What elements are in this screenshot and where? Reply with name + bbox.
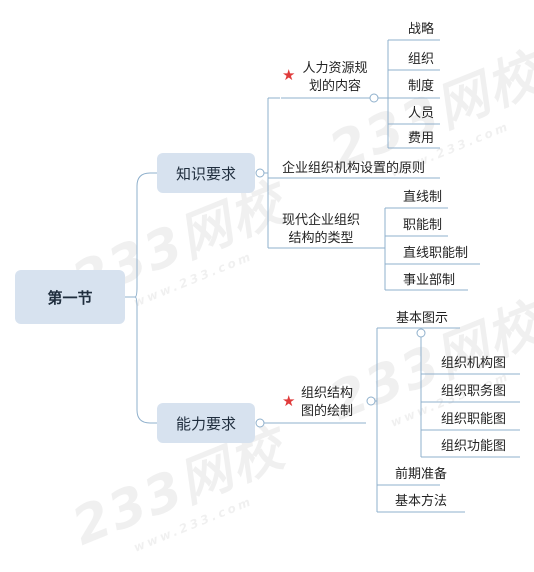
hr-item-system[interactable]: 制度: [408, 79, 435, 94]
collapse-toggle-icon: [416, 328, 426, 338]
drawing-node[interactable]: 组织结构图的绘制: [300, 386, 353, 419]
principles-node[interactable]: 企业组织机构设置的原则: [282, 161, 426, 176]
root-label: 第一节: [47, 288, 93, 307]
mindmap-connectors: [125, 39, 520, 513]
diagram-item-function-chart[interactable]: 组织职能图: [441, 412, 507, 427]
connector-root-ability: [125, 296, 157, 424]
ability-node[interactable]: 能力要求: [157, 403, 255, 443]
star-icon: ★: [282, 392, 296, 410]
hr-item-strategy[interactable]: 战略: [408, 22, 435, 37]
collapse-toggle-icon: [369, 93, 379, 103]
methods-node[interactable]: 基本方法: [395, 494, 448, 509]
hr-item-cost[interactable]: 费用: [408, 131, 435, 146]
collapse-toggle-icon: [366, 396, 376, 406]
org-type-functional[interactable]: 职能制: [403, 218, 443, 233]
hr-item-organization[interactable]: 组织: [408, 52, 435, 67]
org-type-line-functional[interactable]: 直线职能制: [403, 246, 469, 261]
org-type-line[interactable]: 直线制: [403, 190, 443, 205]
hr-item-personnel[interactable]: 人员: [408, 106, 435, 121]
collapse-toggle-icon: [255, 168, 265, 178]
knowledge-label: 知识要求: [175, 164, 236, 183]
basic-diagrams-node[interactable]: 基本图示: [396, 311, 449, 326]
hr-planning-node[interactable]: 人力资源规划的内容: [302, 61, 368, 94]
diagram-item-role-chart[interactable]: 组织功能图: [441, 439, 507, 454]
ability-label: 能力要求: [175, 414, 236, 433]
collapse-toggle-icon: [255, 418, 265, 428]
org-type-divisional[interactable]: 事业部制: [403, 273, 456, 288]
diagram-item-position-chart[interactable]: 组织职务图: [441, 384, 507, 399]
connector-root-knowledge: [125, 172, 157, 298]
preparation-node[interactable]: 前期准备: [395, 467, 448, 482]
star-icon: ★: [282, 66, 296, 84]
root-node[interactable]: 第一节: [15, 270, 125, 324]
knowledge-node[interactable]: 知识要求: [157, 153, 255, 193]
diagram-item-org-chart[interactable]: 组织机构图: [441, 356, 507, 371]
org-types-node[interactable]: 现代企业组织结构的类型: [281, 213, 360, 246]
